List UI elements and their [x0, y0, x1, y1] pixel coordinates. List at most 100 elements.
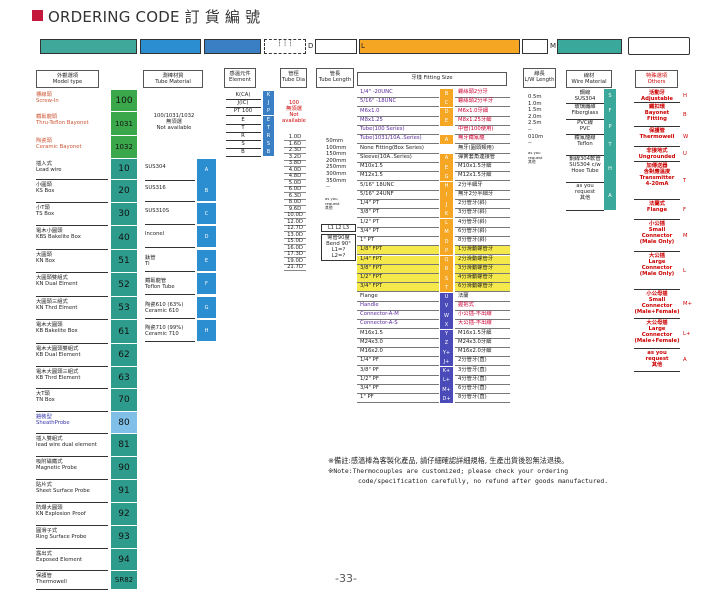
model-row-en: Ring Surface Probe: [36, 534, 87, 540]
note-zh: ※備註:感溫棒為客製化產品, 請仔細確認詳細規格, 生產出貨後恕無法退換。: [328, 456, 569, 465]
fitting-name: Handle: [357, 302, 439, 311]
dia-value: 1.6D: [288, 140, 302, 147]
model-row-line: [36, 225, 108, 226]
fitting-code: A: [440, 135, 453, 145]
dia-value: 6.0D: [288, 186, 302, 192]
model-row-en: Sheet Surface Probe: [36, 488, 90, 494]
wire-code: H: [604, 155, 616, 182]
dia-line: [284, 159, 306, 161]
dia-value: 12.7D: [287, 225, 303, 231]
dia-value: 13.0D: [287, 231, 303, 238]
model-row-zh: 大T頭: [36, 391, 50, 397]
others-code: F: [683, 206, 687, 213]
fitting-desc: 2分滑動螺管牙: [455, 255, 510, 265]
others-text: 活動牙: [649, 90, 665, 96]
dia-line: [284, 185, 306, 187]
fitting-desc: 8分管牙(直): [455, 394, 510, 404]
model-row-zh: 電木小圓頭: [36, 228, 63, 234]
fitting-desc: 中管(100使用): [455, 126, 510, 135]
model-code: 91: [111, 480, 137, 502]
page-title: ORDERING CODE 訂 貨 編 號: [48, 8, 261, 26]
model-row-zh: 大圓頭: [36, 252, 52, 258]
wire-line: [566, 103, 604, 104]
others-code: B: [683, 111, 687, 118]
dia-value: 19.0D: [287, 257, 303, 264]
wire-text: PVC線: [577, 120, 593, 126]
model-row-zh: 保護管: [36, 573, 52, 579]
fitting-desc: 3分滑動螺管牙: [455, 264, 510, 274]
tube-row-line: [145, 271, 195, 272]
fitting-code: B: [440, 89, 453, 98]
code-bar: ┆ ┆ ┆ D L M: [40, 39, 624, 54]
wire-text: SUS304 c/w: [569, 162, 601, 168]
model-row-zh: 電木大圓頭雙組式: [36, 346, 79, 352]
model-code: 80: [111, 412, 137, 433]
wire-text: request: [574, 189, 596, 195]
fitting-desc: 無牙鐵氟龍: [455, 135, 510, 145]
others-line: [634, 126, 680, 127]
bend-text: L1=?: [331, 247, 346, 253]
fitting-code: D+: [440, 394, 453, 404]
dia-line: [284, 250, 306, 252]
lw-request: 其他: [528, 159, 536, 165]
others-text: Large: [648, 259, 666, 265]
model-row-en: KB Thrd Element: [36, 375, 81, 381]
dia-value: 17.3D: [287, 251, 303, 257]
dia-line: [284, 146, 306, 148]
element-code: K: [263, 91, 274, 99]
model-row-line: [36, 525, 108, 526]
others-code: W: [683, 133, 689, 140]
fitting-desc: 無牙2分半細牙: [455, 191, 510, 200]
model-row-en: KN Thrd Elment: [36, 305, 78, 311]
wire-text: SUS304: [574, 96, 596, 102]
fitting-code: Y+: [440, 348, 453, 357]
fitting-code: D: [440, 107, 453, 117]
others-line: [634, 348, 680, 349]
others-code: M: [683, 232, 688, 239]
element-row-line: [226, 156, 261, 158]
model-row-line: [36, 433, 108, 434]
others-text: Connector: [641, 332, 673, 338]
others-text: (Male+Female): [634, 309, 680, 315]
model-row-zh: 標線頭: [36, 92, 52, 98]
fitting-name: 1/4" PT: [357, 200, 439, 209]
wire-code: A: [604, 182, 616, 210]
model-row-en: SheathProbe: [36, 420, 70, 426]
tube-code: F: [197, 273, 216, 294]
wire-code: S: [604, 89, 616, 103]
element-code: E: [263, 115, 274, 124]
others-text: 保護管: [649, 128, 665, 134]
fitting-desc: 法蘭: [455, 293, 510, 302]
dia-line: [284, 140, 306, 141]
wire-line: [566, 134, 604, 135]
fitting-name: 3/4" PT: [357, 228, 439, 237]
element-row-line: [226, 115, 261, 117]
model-code: 100: [111, 90, 137, 111]
fitting-desc: 6分滑動螺管牙: [455, 283, 510, 293]
model-row-en: Lead wire: [36, 167, 62, 173]
fitting-name: 1/2" PF: [357, 376, 439, 385]
dia-line: [284, 211, 306, 213]
model-row-en: KN Box: [36, 258, 55, 264]
bend-text: Bend 90°: [326, 241, 351, 247]
others-text: request: [645, 356, 669, 362]
tube-code: B: [197, 180, 216, 201]
fitting-desc: M16x1.5牙細: [455, 330, 510, 339]
lw-value: --: [528, 127, 532, 133]
others-text: 法蘭式: [649, 201, 665, 207]
element-row-name: R: [241, 133, 245, 139]
dia-value: 15.0D: [287, 238, 303, 244]
element-row-line: [226, 148, 261, 150]
fitting-code: P: [440, 246, 453, 256]
wire-text: Teflon: [577, 141, 593, 147]
tube-row-name: 鈦管: [145, 255, 156, 261]
tube-row-name2: Teflon Tube: [145, 284, 175, 290]
model-row-en: TN Box: [36, 397, 55, 403]
dia-value: 3.2D: [288, 153, 302, 160]
model-code: 40: [111, 226, 137, 249]
dia-line: [284, 270, 306, 271]
tube-row-line: [145, 247, 195, 248]
others-text: 含對應溫度: [643, 169, 671, 175]
model-code: 1031: [111, 112, 137, 135]
